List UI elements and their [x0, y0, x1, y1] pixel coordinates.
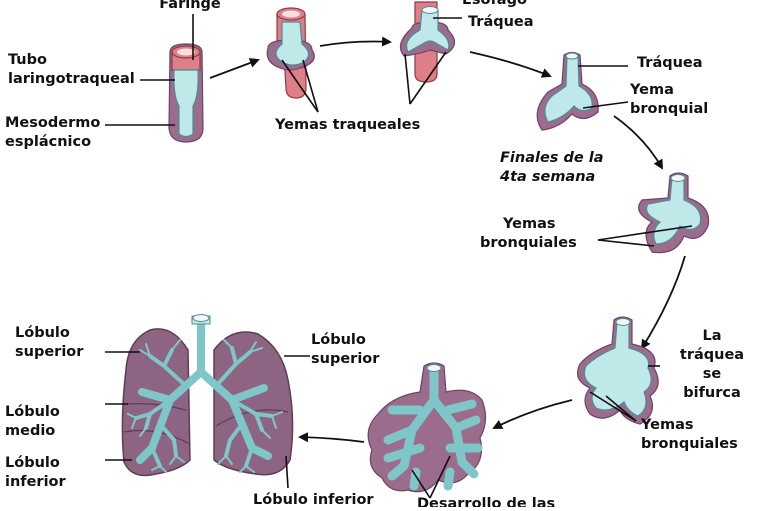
label-faringe: Faringe	[159, 0, 221, 12]
label-lobulo-inf-left-2: inferior	[5, 474, 67, 490]
arrow-1	[209, 58, 260, 79]
label-yemas-a: Yemas	[502, 216, 556, 232]
label-lobulo-medio-2: medio	[5, 423, 55, 439]
label-bifurca: bifurca	[683, 385, 741, 401]
stage-4-bronchial-bud	[536, 51, 629, 131]
label-finales-de-la: Finales de la	[500, 150, 603, 166]
label-desarrollo: Desarrollo de las	[417, 496, 555, 507]
stage-6-trachea-bifurcates	[577, 316, 660, 425]
label-traquea-1: Tráquea	[468, 14, 534, 30]
arrow-3	[469, 51, 552, 78]
label-bronquiales-a: bronquiales	[480, 235, 577, 251]
label-lobulo-inferior-bottom: Lóbulo inferior	[253, 492, 374, 507]
stage-7-bronchial-tree	[367, 362, 487, 499]
arrow-5	[640, 255, 686, 350]
label-lobulo-sup-left-1: Lóbulo	[15, 325, 70, 341]
label-lobulo-sup-right-2: superior	[311, 351, 380, 367]
label-esplacnico: esplácnico	[5, 134, 91, 150]
label-bronquiales-b: bronquiales	[641, 436, 738, 452]
label-laringotraqueal: laringotraqueal	[8, 71, 135, 87]
label-lobulo-medio-1: Lóbulo	[5, 404, 60, 420]
label-la: La	[702, 328, 721, 344]
label-4ta-semana: 4ta semana	[499, 169, 595, 185]
label-yema: Yema	[629, 82, 674, 98]
label-lobulo-sup-right-1: Lóbulo	[311, 332, 366, 348]
stage-3-trachea-esophagus	[399, 1, 462, 105]
label-bronquial: bronquial	[630, 101, 708, 117]
label-se: se	[703, 366, 722, 382]
arrow-7	[298, 432, 365, 443]
label-yemas-traqueales: Yemas traqueales	[274, 117, 420, 133]
label-mesodermo: Mesodermo	[5, 115, 100, 131]
label-lobulo-sup-left-2: superior	[15, 344, 84, 360]
label-lobulo-inf-left-1: Lóbulo	[5, 455, 60, 471]
label-tubo: Tubo	[8, 52, 47, 68]
stage-8-lungs	[105, 314, 310, 489]
label-traquea-2: Tráquea	[637, 55, 703, 71]
stage-1-laryngotracheal-tube	[105, 14, 204, 143]
arrow-4	[613, 115, 663, 170]
label-yemas-b: Yemas	[640, 417, 694, 433]
stage-2-tracheal-buds	[266, 7, 319, 113]
arrow-2	[319, 36, 392, 47]
label-traquea-3: tráquea	[680, 347, 744, 363]
stage-5-bronchial-buds	[597, 172, 710, 254]
arrow-6	[492, 399, 573, 429]
label-esofago: Esófago	[462, 0, 527, 8]
